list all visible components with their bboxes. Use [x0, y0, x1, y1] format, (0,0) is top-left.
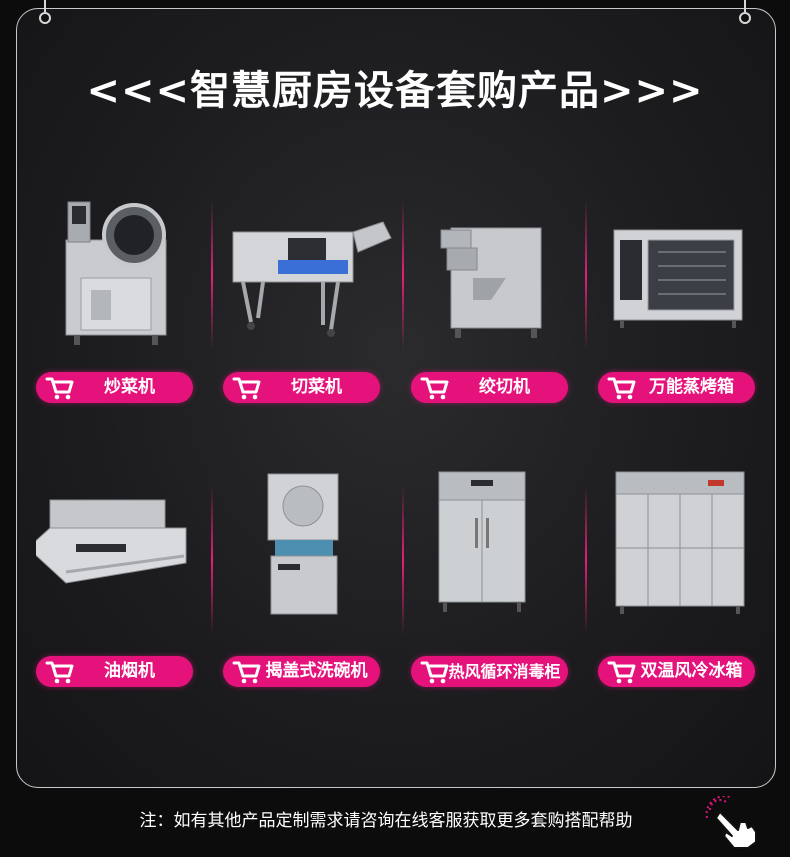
- product-card: 炒菜机: [36, 190, 226, 412]
- vegetable-cutter-icon: [223, 190, 413, 350]
- product-card: 油烟机: [27, 468, 226, 690]
- product-button-range-hood[interactable]: 油烟机: [36, 656, 193, 687]
- product-card: 热风循环消毒柜: [411, 468, 601, 690]
- product-button-dual-temp-fridge[interactable]: 双温风冷冰箱: [598, 656, 755, 687]
- product-button-stir-fry-machine[interactable]: 炒菜机: [36, 372, 193, 403]
- product-card: 双温风冷冰箱: [598, 468, 788, 690]
- product-button-meat-grinder[interactable]: 绞切机: [411, 372, 568, 403]
- product-card: 绞切机: [411, 190, 601, 412]
- product-label: 双温风冷冰箱: [640, 661, 743, 681]
- divider: [211, 200, 213, 350]
- shopping-cart-icon: [420, 377, 449, 400]
- product-button-combi-oven[interactable]: 万能蒸烤箱: [598, 372, 755, 403]
- combi-oven-icon: [598, 190, 788, 350]
- divider: [585, 200, 587, 350]
- product-card: 揭盖式洗碗机: [223, 468, 413, 690]
- hanger-hook-right: [737, 0, 753, 28]
- dual-temp-fridge-icon: [598, 468, 788, 628]
- stir-fry-machine-icon: [36, 190, 226, 350]
- divider: [402, 200, 404, 350]
- product-label: 切菜机: [291, 377, 342, 397]
- hood-dishwasher-icon: [223, 468, 413, 628]
- footer-note: 注：如有其他产品定制需求请咨询在线客服获取更多套购搭配帮助: [139, 811, 633, 831]
- shopping-cart-icon: [45, 661, 74, 684]
- shopping-cart-icon: [45, 377, 74, 400]
- range-hood-icon: [27, 468, 226, 628]
- product-label: 热风循环消毒柜: [448, 662, 561, 681]
- product-label: 油烟机: [104, 661, 155, 681]
- hanger-hook-left: [37, 0, 53, 28]
- divider: [402, 485, 404, 635]
- divider: [585, 485, 587, 635]
- divider: [211, 485, 213, 635]
- disinfection-cabinet-icon: [411, 468, 601, 628]
- meat-grinder-icon: [411, 190, 601, 350]
- pointing-hand-icon[interactable]: [704, 796, 764, 850]
- product-card: 切菜机: [223, 190, 413, 412]
- shopping-cart-icon: [420, 661, 449, 684]
- product-button-vegetable-cutter[interactable]: 切菜机: [223, 372, 380, 403]
- product-label: 炒菜机: [104, 377, 155, 397]
- shopping-cart-icon: [607, 661, 636, 684]
- product-label: 万能蒸烤箱: [649, 377, 734, 397]
- shopping-cart-icon: [607, 377, 636, 400]
- product-button-disinfection-cabinet[interactable]: 热风循环消毒柜: [411, 656, 568, 687]
- product-label: 绞切机: [479, 377, 530, 397]
- shopping-cart-icon: [232, 377, 261, 400]
- product-label: 揭盖式洗碗机: [265, 661, 368, 681]
- product-button-hood-dishwasher[interactable]: 揭盖式洗碗机: [223, 656, 380, 687]
- page-title: <<<智慧厨房设备套购产品>>>: [86, 68, 704, 114]
- product-card: 万能蒸烤箱: [598, 190, 788, 412]
- shopping-cart-icon: [232, 661, 261, 684]
